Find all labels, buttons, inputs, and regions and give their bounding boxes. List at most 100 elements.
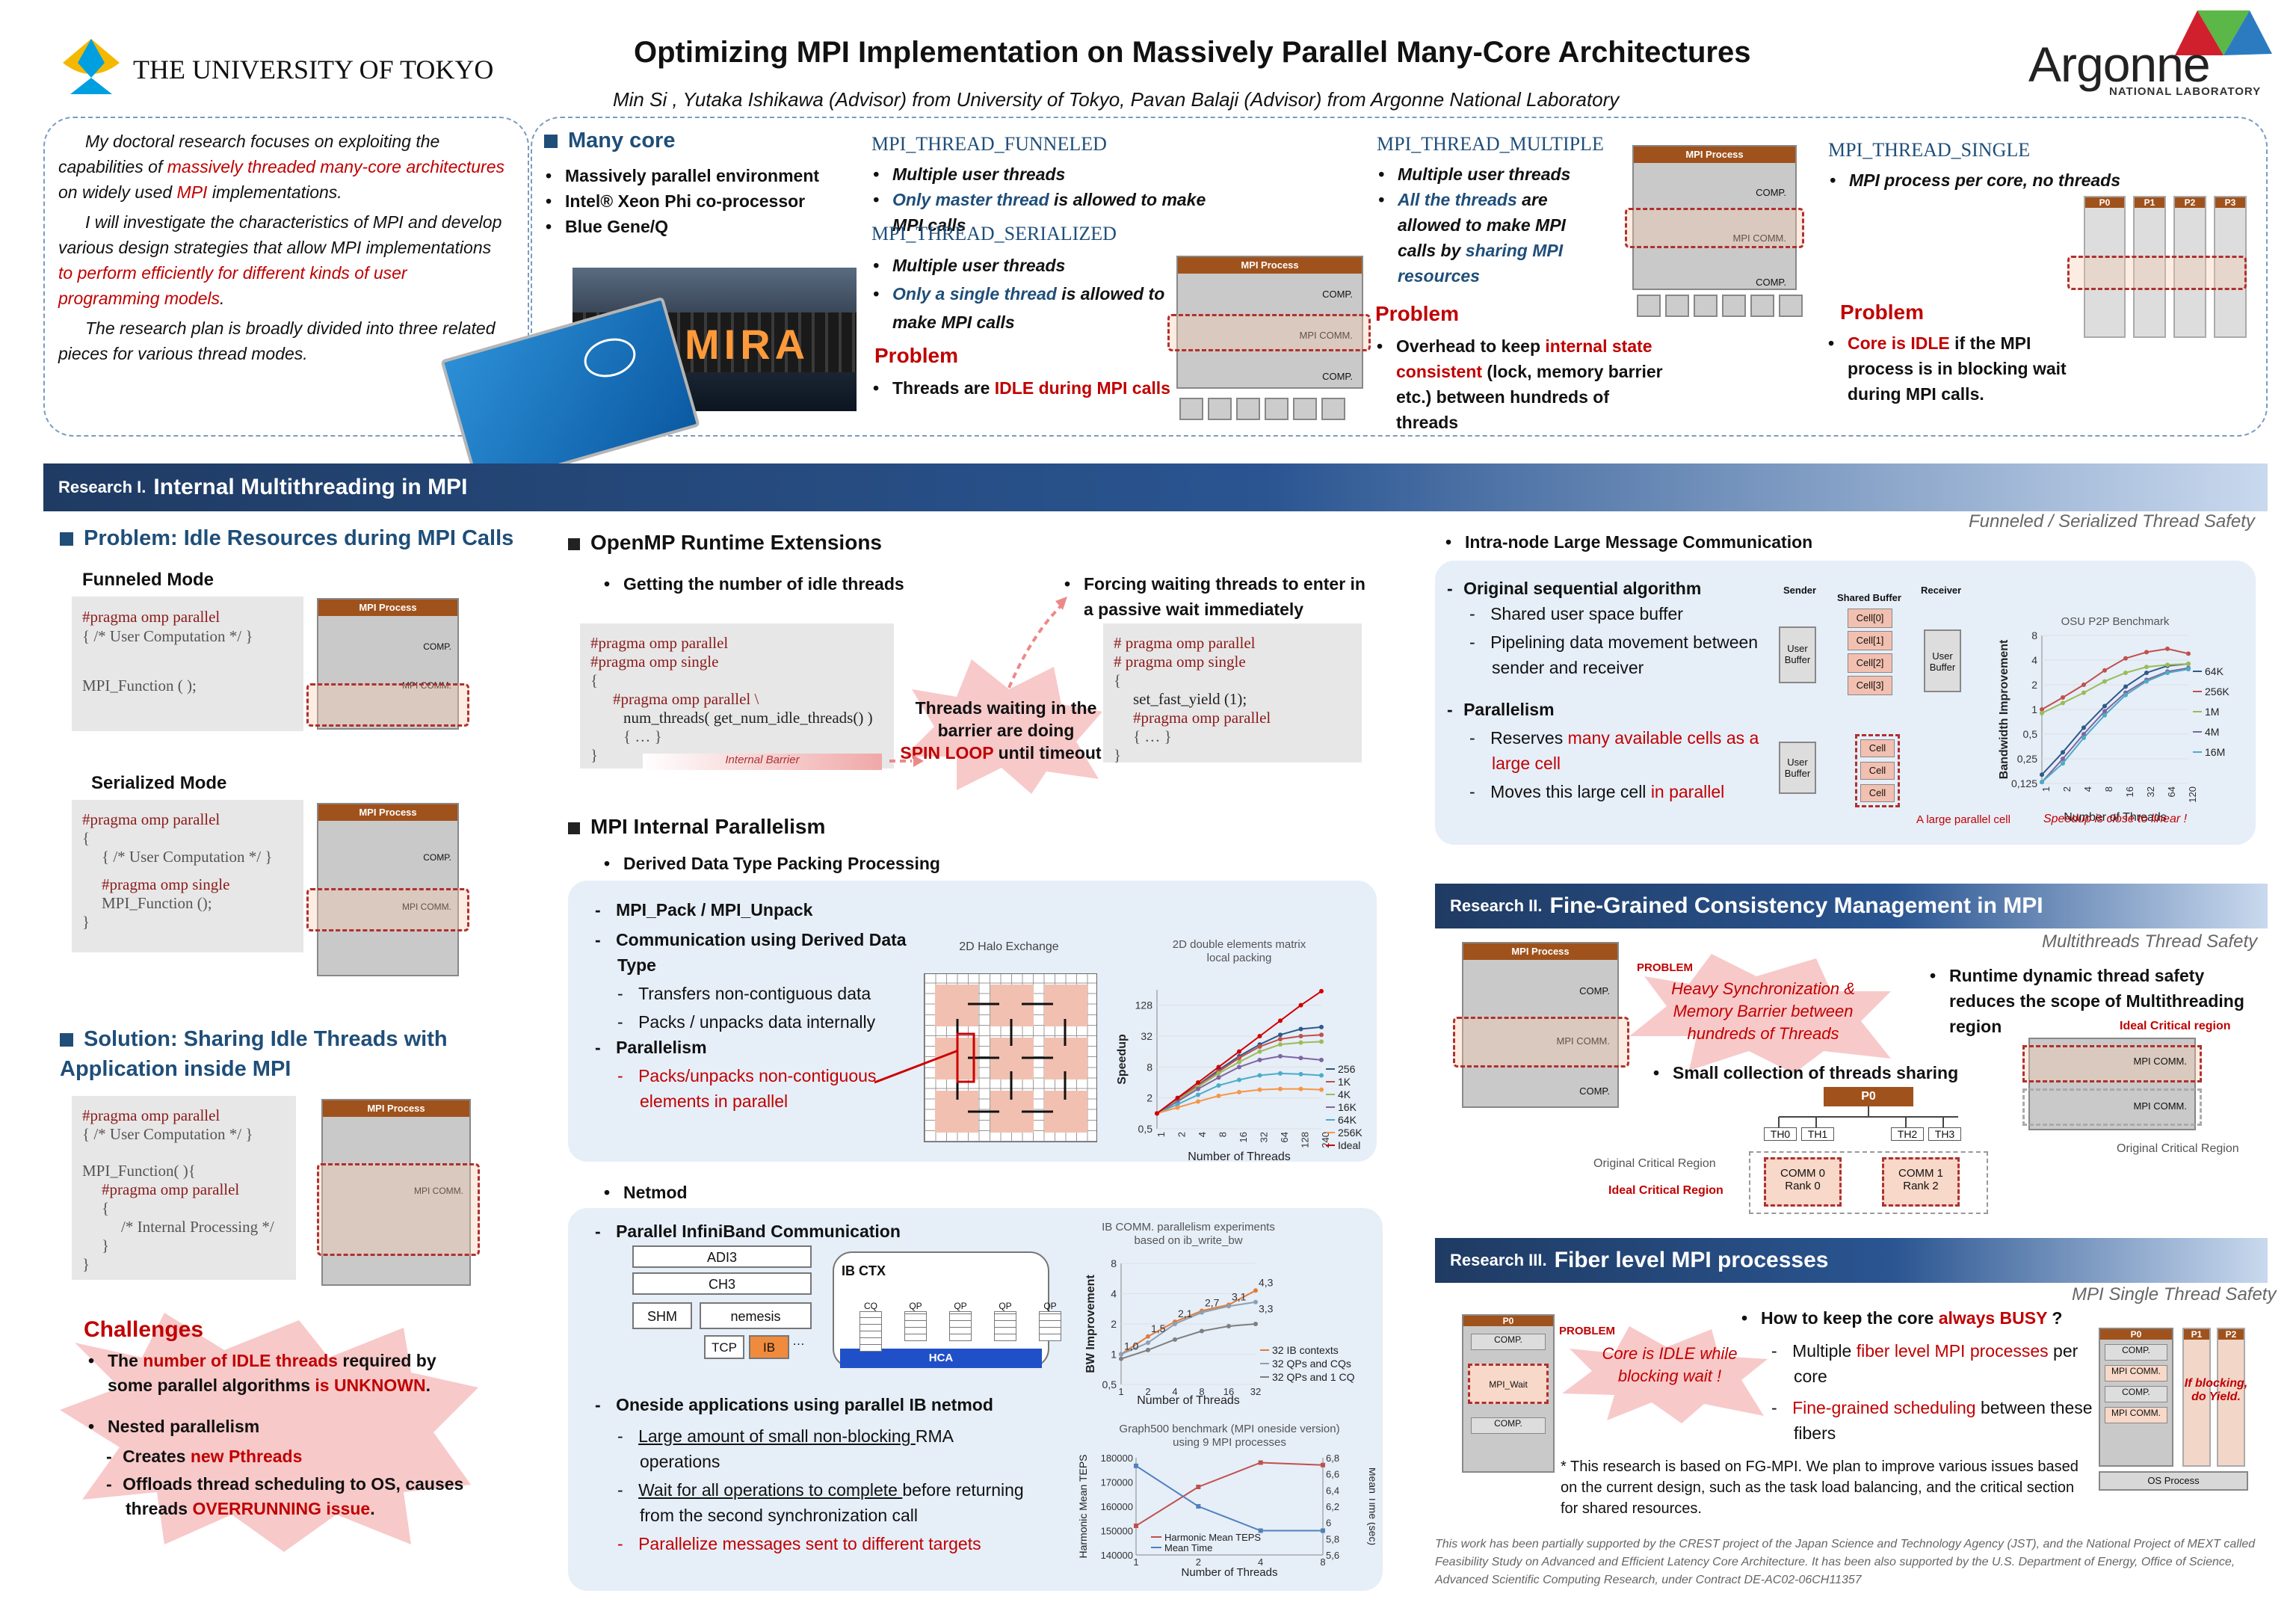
y-tick-label: 128 (1135, 999, 1153, 1011)
data-point (2040, 707, 2044, 712)
argonne-sub: NATIONAL LABORATORY (2109, 85, 2262, 98)
data-label: 1,0 (1124, 1340, 1139, 1352)
data-label: 2,7 (1205, 1296, 1220, 1308)
x-tick-label: 16 (1223, 1386, 1234, 1397)
data-point (1278, 1053, 1283, 1059)
data-point (1216, 1065, 1221, 1070)
legend-label: 64K (1338, 1114, 1357, 1126)
x-tick-label: 1 (1118, 1386, 1123, 1397)
y-tick-label: 150000 (1101, 1526, 1133, 1537)
data-point (2186, 667, 2191, 672)
series-line (2041, 663, 2189, 775)
y2-tick-label: 5,6 (1326, 1550, 1339, 1561)
halo-diagram (924, 973, 1097, 1142)
manycore-list: Massively parallel environmentIntel® Xeo… (546, 163, 860, 239)
acknowledgement: This work has been partially supported b… (1435, 1538, 2256, 1586)
data-point (1321, 1528, 1325, 1533)
x-axis-label: Number of Threads (1188, 1151, 1291, 1160)
data-point (1319, 1024, 1324, 1029)
x-tick-label: 240 (1320, 1132, 1331, 1148)
spin-text: Threads waiting in the barrier are doing… (900, 698, 1112, 763)
y-tick-label: 140000 (1101, 1550, 1133, 1561)
funneled-title: MPI_THREAD_FUNNELED (871, 133, 1107, 155)
research1-safety: Funneled / Serialized Thread Safety (1969, 511, 2255, 532)
legend-label: 4M (2205, 726, 2219, 738)
y-tick-label: 4 (2031, 654, 2037, 666)
solution-code: #pragma omp parallel{ /* User Computatio… (72, 1096, 296, 1280)
argonne-logo (2025, 9, 2272, 106)
data-point (2123, 692, 2128, 697)
x-tick-label: 2 (1145, 1386, 1150, 1397)
data-point (1257, 1034, 1262, 1038)
data-point (1175, 1102, 1180, 1107)
y-axis-label: Harmonic Mean TEPS (1077, 1454, 1089, 1558)
data-point (2061, 700, 2065, 706)
x-tick-label: 16 (1238, 1132, 1249, 1142)
data-point (2081, 725, 2086, 730)
challenges-list: The number of IDLE threads required by s… (88, 1349, 462, 1439)
single-problem: Problem (1840, 301, 1925, 324)
fiber-os-process: P0 COMP. MPI COMM. COMP. MPI COMM. P1 P2… (2099, 1328, 2248, 1494)
x-tick-label: 1 (2040, 786, 2052, 792)
data-point (1253, 1322, 1258, 1326)
y-tick-label: 0,5 (2023, 728, 2038, 740)
series-line (1135, 1464, 1323, 1532)
internal-par-b1: Derived Data Type Packing Processing (604, 851, 940, 876)
heavy-text: Heavy Synchronization & Memory Barrier b… (1671, 979, 1855, 1043)
data-point (1258, 1528, 1263, 1533)
single-highlight (2067, 256, 2247, 290)
data-point (2061, 757, 2065, 761)
internal-barrier: Internal Barrier (643, 754, 882, 770)
series-line (2041, 647, 2189, 710)
single-process-diagram: P0 P1 P2 P3 (2084, 196, 2247, 338)
data-point (1216, 1093, 1221, 1098)
data-point (2165, 670, 2170, 675)
data-point (1321, 1462, 1325, 1467)
problem-title: Problem: Idle Resources during MPI Calls (60, 526, 513, 551)
research2-problem: PROBLEM (1637, 961, 1693, 974)
research2-highlight (1453, 1017, 1629, 1068)
mira-label: MIRA (685, 321, 810, 368)
data-point (1196, 1092, 1200, 1097)
internal-par-title: MPI Internal Parallelism (568, 815, 825, 839)
serialized-process-diagram: MPI Process COMP. MPI COMM. COMP. (1176, 256, 1363, 389)
series-line (1135, 1461, 1324, 1527)
data-point (1119, 1352, 1123, 1357)
x-tick-label: 8 (1320, 1556, 1325, 1568)
data-label: 4,3 (1259, 1276, 1274, 1288)
legend-label: 32 QPs and CQs (1272, 1358, 1351, 1370)
data-point (1146, 1340, 1150, 1346)
legend-label: 1K (1338, 1076, 1351, 1088)
data-point (1237, 1056, 1241, 1061)
original-region-label: Original Critical Region (2117, 1142, 2239, 1155)
funneled-mode-label: Funneled Mode (82, 570, 214, 590)
x-tick-label: 4 (2082, 786, 2093, 792)
data-point (2102, 709, 2107, 714)
research3-problem: PROBLEM (1559, 1325, 1615, 1337)
data-point (2123, 670, 2128, 675)
series-line (1120, 1290, 1256, 1355)
y-tick-label: 180000 (1101, 1453, 1133, 1464)
series-line (1120, 1323, 1256, 1360)
funneled-process-diagram: MPI Process COMP. MPI COMM. (317, 598, 459, 730)
chart-title-line: IB COMM. parallelism experiments (1102, 1221, 1275, 1233)
data-point (1155, 1111, 1159, 1116)
legend-label: Mean Time (1164, 1542, 1212, 1553)
data-point (2186, 662, 2191, 667)
intranode-list: - Original sequential algorithm - Shared… (1447, 579, 1759, 801)
legend-label: 32 IB contexts (1272, 1344, 1339, 1356)
data-point (1298, 1002, 1303, 1008)
x-tick-label: 4 (1258, 1556, 1263, 1568)
data-label: 1,5 (1151, 1322, 1166, 1334)
data-point (1196, 1504, 1201, 1509)
netmod-n1: - Parallel InfiniBand Communication (595, 1222, 901, 1241)
data-point (1319, 1087, 1324, 1092)
argonne-name: Argonne (2028, 37, 2211, 92)
legend-label: 1M (2205, 706, 2219, 718)
spin-arrow (860, 576, 1084, 770)
data-point (1200, 1310, 1204, 1315)
data-point (2040, 772, 2044, 777)
data-point (1319, 1073, 1324, 1078)
x-tick-label: 1 (1133, 1556, 1138, 1568)
